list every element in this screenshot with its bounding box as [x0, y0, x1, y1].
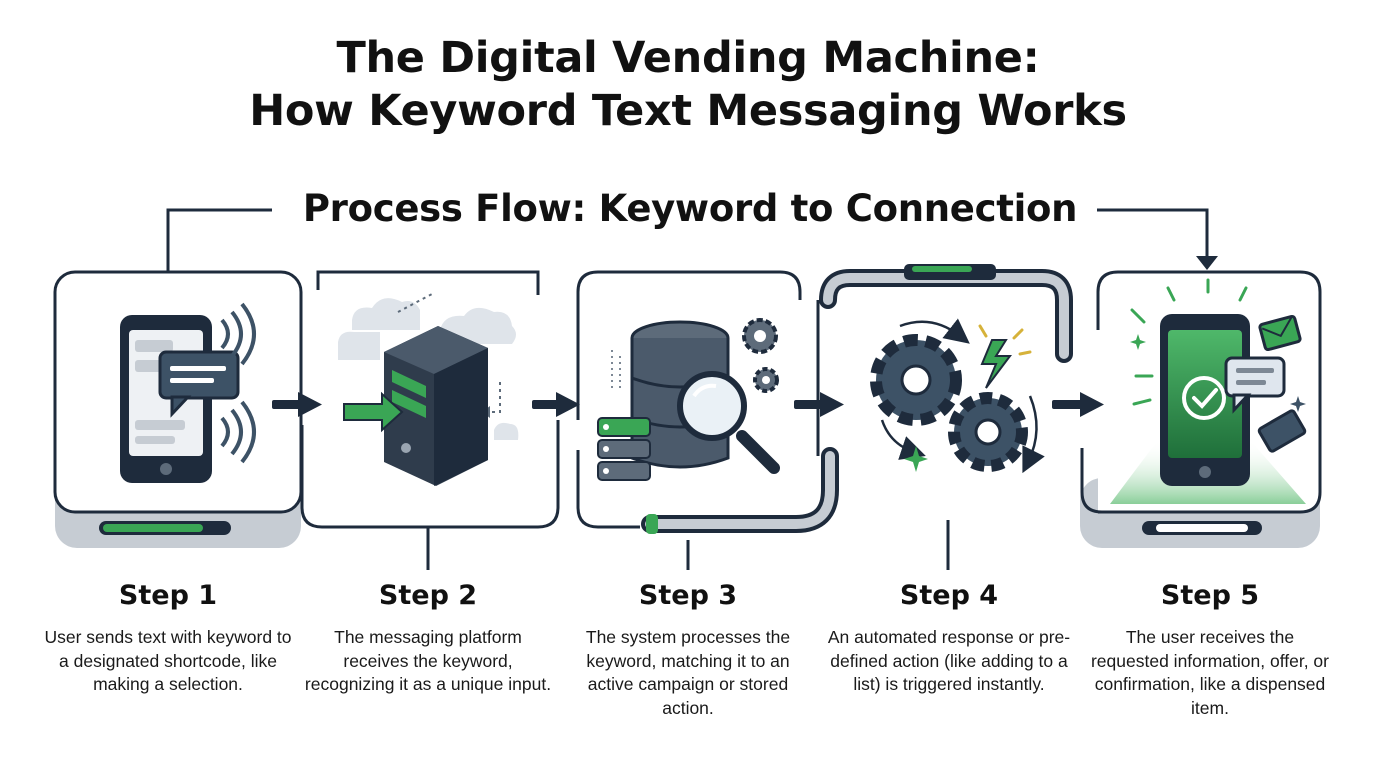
arrow-right-icon: [532, 392, 580, 417]
step-1-description: User sends text with keyword to a design…: [44, 627, 292, 694]
step-arrows: [272, 392, 1104, 417]
server-icon: [338, 293, 519, 486]
step-5-description: The user receives the requested informat…: [1090, 627, 1329, 718]
arrow-down-icon: [1196, 256, 1218, 270]
step-4-label: Step 4: [899, 580, 999, 611]
step-1-label: Step 1: [118, 580, 218, 611]
page-title: The Digital Vending Machine: How Keyword…: [0, 32, 1376, 138]
step-4-pipe: [641, 264, 1073, 570]
arrow-right-icon: [272, 392, 322, 417]
step-5-label: Step 5: [1160, 580, 1260, 611]
step-2-panel: [300, 270, 560, 570]
step-3-panel: [576, 270, 802, 570]
title-line-1: The Digital Vending Machine:: [336, 33, 1040, 83]
gears-icon: [870, 318, 1045, 474]
phone-confirmation-icon: [1130, 278, 1307, 486]
database-search-icon: [597, 318, 780, 481]
step-3-description: The system processes the keyword, matchi…: [585, 627, 791, 718]
arrow-right-icon: [794, 392, 844, 417]
step-3-label: Step 3: [638, 580, 738, 611]
flow-connector: [166, 208, 1209, 272]
phone-message-icon: [120, 302, 256, 483]
step-4-description: An automated response or pre-defined act…: [827, 627, 1071, 694]
step-2-description: The messaging platform receives the keyw…: [304, 627, 552, 694]
process-flow-subtitle: Process Flow: Keyword to Connection: [285, 186, 1095, 232]
step-2-label: Step 2: [378, 580, 478, 611]
arrow-right-icon: [1052, 392, 1104, 417]
title-line-2: How Keyword Text Messaging Works: [249, 86, 1127, 136]
